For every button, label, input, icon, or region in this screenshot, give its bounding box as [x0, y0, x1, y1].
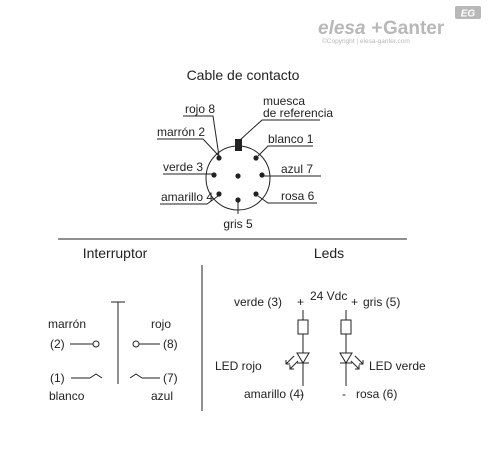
led-verde-diode-icon: [339, 352, 353, 364]
label-led-gris5: gris (5): [363, 295, 400, 309]
switch-title: Interruptor: [83, 245, 148, 261]
pin-center: [235, 173, 241, 179]
leader-rojo-8: [183, 115, 220, 157]
label-rosa-6: rosa 6: [281, 189, 315, 203]
label-rojo-8: rojo 8: [185, 102, 215, 116]
logo-badge-icon: [455, 6, 481, 19]
switch-nc-contact-1: [89, 373, 103, 379]
pin-7: [259, 172, 265, 178]
connector-section: Cable de contacto rojo 8 muesca de refer…: [157, 67, 333, 231]
connector-title: Cable de contacto: [187, 67, 300, 83]
leds-section: Leds verde (3) + 24 Vdc + gris (5) LED r…: [215, 245, 426, 401]
pin-5: [235, 197, 241, 203]
label-led-plus-right: +: [351, 295, 358, 309]
label-led-verde3: verde (3): [234, 295, 282, 309]
resistor-left-icon: [297, 319, 309, 335]
label-switch-pin7: (7): [163, 371, 178, 385]
label-amarillo-4: amarillo 4: [161, 190, 213, 204]
pin-6: [253, 191, 259, 197]
logo-brand-left: elesa: [318, 18, 366, 39]
label-gris-5: gris 5: [223, 217, 253, 231]
switch-nc-contact-7: [129, 373, 143, 379]
label-led-minus-right: -: [342, 387, 346, 401]
logo-copyright: ©Copyright | elesa-ganter.com: [322, 37, 410, 45]
elesa-ganter-logo: elesa + Ganter EG ©Copyright | elesa-gan…: [318, 6, 481, 45]
label-switch-marron: marrón: [48, 317, 86, 331]
switch-contact-8: [132, 340, 140, 348]
led-verde-emission-arrow-2-icon: [350, 360, 360, 370]
label-blanco-1: blanco 1: [268, 132, 314, 146]
leader-amarillo-4: [160, 195, 219, 205]
label-led-plus-left: +: [297, 295, 304, 309]
label-notch-line1: muesca: [263, 94, 305, 108]
label-switch-rojo: rojo: [151, 317, 171, 331]
label-led-rosa6: rosa (6): [356, 387, 397, 401]
label-led-voltage: 24 Vdc: [310, 289, 347, 303]
switch-contact-2: [92, 340, 100, 348]
pin-8: [216, 155, 222, 161]
led-verde-emission-arrow-1-icon: [354, 355, 364, 365]
leader-rosa-6: [257, 195, 317, 204]
led-rojo-emission-arrow-2-icon: [289, 360, 299, 370]
logo-plus: +: [371, 18, 382, 39]
label-notch-line2: de referencia: [263, 106, 333, 120]
pin-4: [216, 191, 222, 197]
leader-notch: [239, 119, 263, 141]
label-led-rojo: LED rojo: [215, 359, 262, 373]
label-led-verde: LED verde: [369, 359, 426, 373]
label-switch-azul: azul: [151, 389, 173, 403]
logo-badge: EG: [461, 9, 476, 20]
leader-blanco-1: [257, 145, 313, 157]
leds-title: Leds: [314, 245, 344, 261]
label-marron-2: marrón 2: [157, 125, 205, 139]
leader-marron-2: [157, 138, 220, 157]
pin-1: [253, 155, 259, 161]
led-rojo-diode-icon: [296, 352, 310, 364]
led-rojo-emission-arrow-1-icon: [285, 355, 295, 365]
switch-section: Interruptor marrón rojo (2) (8) (1) (7) …: [48, 245, 178, 403]
label-switch-pin1: (1): [50, 371, 65, 385]
logo-brand-right: Ganter: [383, 18, 445, 39]
label-azul-7: azul 7: [281, 162, 313, 176]
label-led-amarillo4: amarillo (4): [244, 387, 304, 401]
label-switch-pin8: (8): [163, 337, 178, 351]
label-switch-blanco: blanco: [49, 389, 85, 403]
pin-3: [211, 172, 217, 178]
label-led-minus-left: -: [300, 387, 304, 401]
reference-notch-icon: [235, 139, 242, 151]
resistor-right-icon: [340, 319, 352, 335]
label-switch-pin2: (2): [50, 337, 65, 351]
label-verde-3: verde 3: [163, 160, 203, 174]
